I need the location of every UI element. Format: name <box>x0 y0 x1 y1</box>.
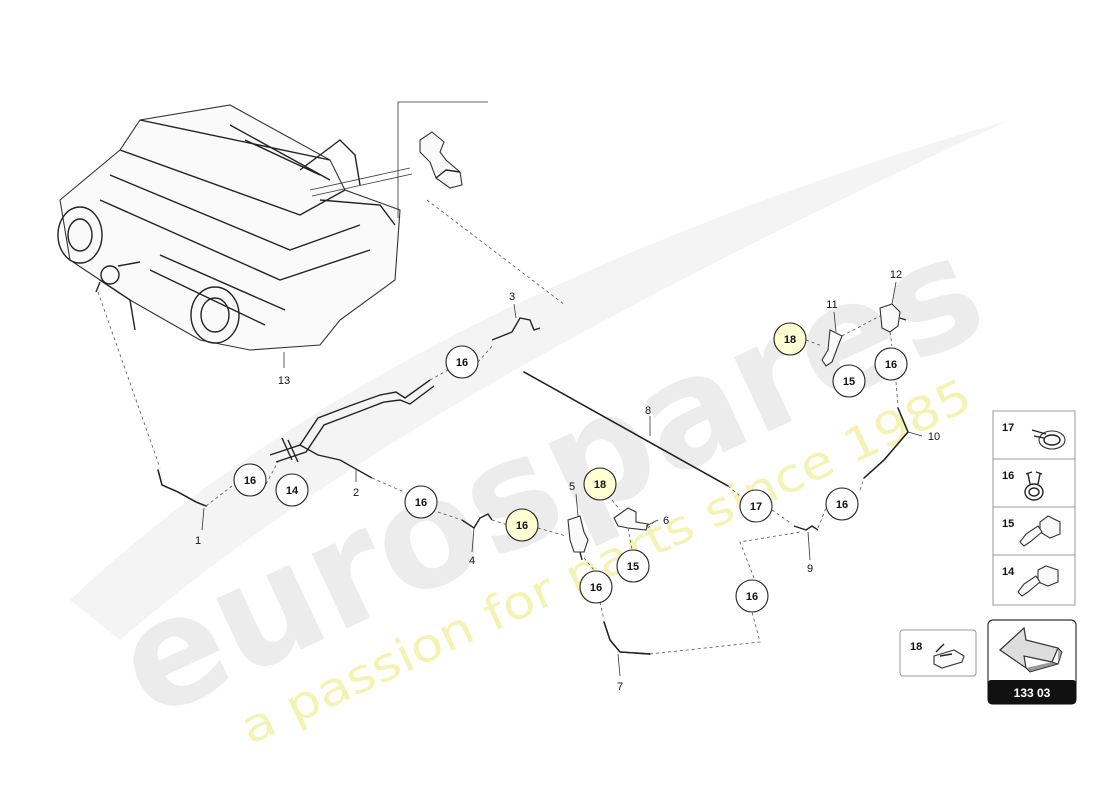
callout: 15 <box>616 549 650 583</box>
callout-label: 18 <box>594 479 606 491</box>
pipe-part-3 <box>491 317 541 341</box>
part-label-10: 10 <box>928 431 940 443</box>
legend-cell <box>899 629 977 677</box>
part-label-11: 11 <box>826 299 837 311</box>
page-badge-bar <box>988 680 1076 704</box>
legend-label: 14 <box>1002 566 1015 578</box>
part-label-5: 5 <box>569 481 575 493</box>
bracket-part-6 <box>613 507 649 531</box>
callout-label: 18 <box>784 334 796 346</box>
watermark-swoosh <box>70 120 1010 640</box>
sensor-part-5 <box>567 515 589 561</box>
callout: 16 <box>825 487 859 521</box>
part-label-6: 6 <box>663 515 669 527</box>
engine-cover-illustration <box>57 104 401 351</box>
legend-label: 16 <box>1002 470 1014 482</box>
bracket-clip-icon <box>933 643 965 669</box>
part-label-2: 2 <box>353 487 359 499</box>
callout-label: 15 <box>627 561 639 573</box>
connector-part-9 <box>793 525 819 531</box>
part-label-7: 7 <box>617 681 623 693</box>
legend-label: 17 <box>1002 422 1014 434</box>
callout: 16 <box>579 570 613 604</box>
part-label-4: 4 <box>469 555 475 567</box>
page-badge-label: 133 03 <box>1014 686 1051 700</box>
connection-lines <box>97 291 899 655</box>
callout-label: 16 <box>590 582 602 594</box>
callout-label: 16 <box>244 475 256 487</box>
part-label-13: 13 <box>278 375 290 387</box>
extra-legend-18: 18 <box>899 629 977 677</box>
fastener-legend: 17 16 15 14 <box>992 410 1076 606</box>
callout: 16 <box>735 579 769 613</box>
callout-label: 14 <box>286 485 299 497</box>
part-label-8: 8 <box>645 405 651 417</box>
leader-lines <box>201 281 923 677</box>
callout-label: 16 <box>885 359 897 371</box>
part-number-labels: 1 2 3 4 5 6 7 8 9 10 11 12 13 <box>195 269 940 693</box>
page-badge[interactable]: 133 03 <box>987 619 1077 705</box>
spring-clip-icon <box>1024 471 1044 501</box>
hose-part-7 <box>603 621 651 655</box>
callout: 16 <box>404 485 438 519</box>
callout-label: 17 <box>750 501 762 513</box>
pipe-part-2 <box>269 379 431 456</box>
part-label-12: 12 <box>890 269 902 281</box>
part-label-1: 1 <box>195 535 201 547</box>
callout-label: 16 <box>415 497 427 509</box>
flange-bolt-icon <box>1019 515 1061 547</box>
navigation-arrow-icon <box>999 626 1063 673</box>
bracket-part-11 <box>821 329 843 367</box>
part-label-3: 3 <box>509 291 515 303</box>
callout-label: 16 <box>836 499 848 511</box>
hose-clamp-icon <box>1031 429 1066 450</box>
callout: 15 <box>832 364 866 398</box>
legend-label: 18 <box>910 641 922 653</box>
callout: 16 <box>445 345 479 379</box>
callout-highlighted: 18 <box>773 322 807 356</box>
part-label-9: 9 <box>807 563 813 575</box>
callout: 16 <box>233 463 267 497</box>
callout-label: 16 <box>456 357 468 369</box>
callout-highlighted: 18 <box>583 467 617 501</box>
pipe-part-4 <box>461 513 493 529</box>
callout-label: 16 <box>746 591 758 603</box>
torx-bolt-icon <box>1017 565 1059 597</box>
callout-highlighted: 16 <box>505 508 539 542</box>
circled-callouts: 16 16 14 16 16 18 15 16 17 16 16 18 15 1… <box>233 322 908 613</box>
legend-label: 15 <box>1002 518 1014 530</box>
callout-label: 15 <box>843 376 855 388</box>
callout: 14 <box>275 473 309 507</box>
callout: 17 <box>739 489 773 523</box>
sensor-inset <box>309 101 566 306</box>
callout: 16 <box>874 347 908 381</box>
callout-label: 16 <box>516 520 528 532</box>
